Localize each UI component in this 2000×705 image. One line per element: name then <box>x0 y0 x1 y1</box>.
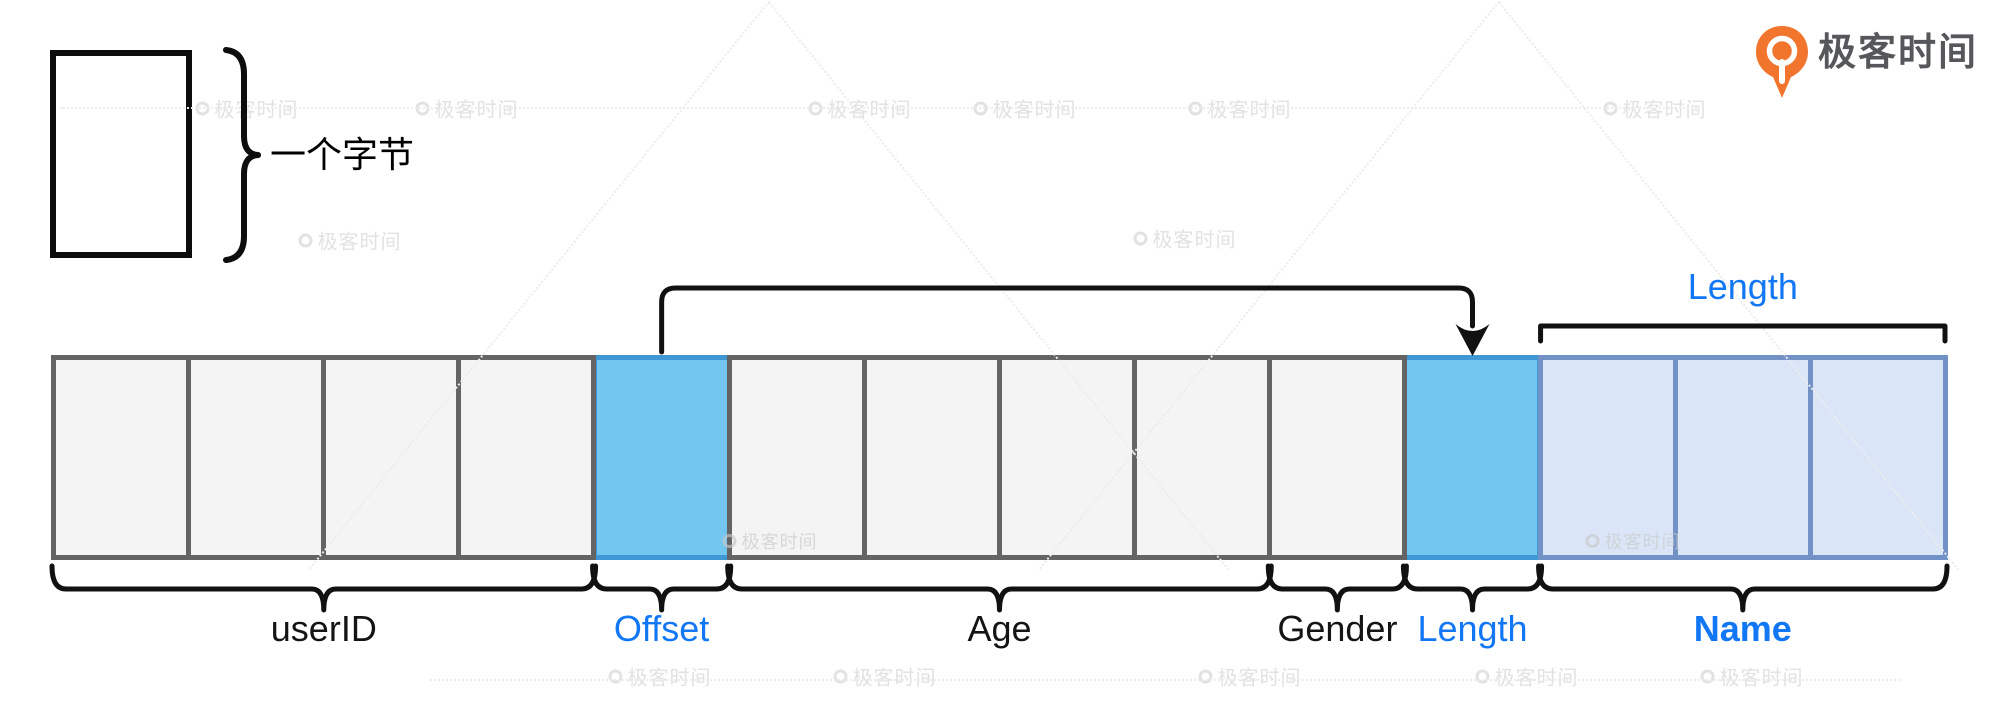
watermark-dotted-line <box>430 679 1900 681</box>
name-span-bracket <box>1538 323 1948 344</box>
watermark-text: 极客时间 <box>1719 667 1804 690</box>
watermark: 极客时间 <box>1475 662 1579 691</box>
watermark-text: 极客时间 <box>1494 667 1579 690</box>
watermark-text: 极客时间 <box>852 667 937 690</box>
watermark: 极客时间 <box>415 94 519 123</box>
watermark-text: 极客时间 <box>827 99 912 122</box>
watermark: 极客时间 <box>973 94 1077 123</box>
cell-userid-4 <box>456 355 597 560</box>
cell-age-2 <box>861 355 1002 560</box>
watermark-pin-icon <box>833 669 848 683</box>
cell-gender-1 <box>1267 355 1408 560</box>
one-byte-rect <box>50 50 192 258</box>
cell-name-2 <box>1672 355 1813 560</box>
one-byte-label: 一个字节 <box>270 134 415 175</box>
watermark-pin-icon <box>1198 669 1213 683</box>
section-label-name: Name <box>1693 608 1792 649</box>
watermark-pin-icon <box>973 101 988 115</box>
watermark: 极客时间 <box>808 94 912 123</box>
watermark-text: 极客时间 <box>992 99 1077 122</box>
section-label-offset: Offset <box>613 608 710 649</box>
watermark-text: 极客时间 <box>627 667 712 690</box>
cell-userid-1 <box>51 355 192 560</box>
watermark: 极客时间 <box>1603 94 1707 123</box>
cell-age-1 <box>726 355 867 560</box>
watermark: 极客时间 <box>1700 662 1804 691</box>
watermark-pin-icon <box>608 669 623 683</box>
watermark-pin-icon <box>1475 669 1490 683</box>
watermark: 极客时间 <box>195 94 299 123</box>
watermark: 极客时间 <box>833 662 937 691</box>
arrowhead-icon <box>1455 324 1490 356</box>
watermark-pin-icon <box>195 101 210 115</box>
watermark-pin-icon <box>1700 669 1715 683</box>
watermark: 极客时间 <box>298 226 402 255</box>
cell-age-4 <box>1132 355 1273 560</box>
watermark-pin-icon <box>1133 231 1148 245</box>
brace-gender <box>1265 563 1409 613</box>
brace-age <box>725 563 1274 613</box>
brace-userid <box>49 563 599 613</box>
section-label-age: Age <box>967 608 1032 649</box>
watermark-pin-icon <box>808 101 823 115</box>
watermark: 极客时间 <box>1198 662 1302 691</box>
watermark-text: 极客时间 <box>434 99 519 122</box>
name-span-length-label: Length <box>1687 266 1798 307</box>
watermark-text: 极客时间 <box>1217 667 1302 690</box>
cell-userid-2 <box>186 355 327 560</box>
watermark-dotted-line <box>60 107 1700 109</box>
watermark: 极客时间 <box>608 662 712 691</box>
geektime-logo-text: 极客时间 <box>1818 32 1979 74</box>
cell-userid-3 <box>321 355 462 560</box>
watermark-pin-icon <box>1188 101 1203 115</box>
section-label-gender: Gender <box>1277 608 1398 649</box>
section-label-userid: userID <box>270 608 377 649</box>
watermark-pin-icon <box>298 233 313 247</box>
watermark: 极客时间 <box>1188 94 1292 123</box>
watermark-text: 极客时间 <box>317 231 402 254</box>
offset-to-length-arrow <box>659 285 1475 355</box>
watermark-text: 极客时间 <box>214 99 299 122</box>
cell-name-3 <box>1807 355 1948 560</box>
cell-name-1 <box>1537 355 1678 560</box>
one-byte-brace <box>223 47 261 263</box>
section-label-length: Length <box>1417 608 1528 649</box>
cell-length-1 <box>1402 355 1543 560</box>
watermark: 极客时间 <box>1133 224 1237 253</box>
watermark-text: 极客时间 <box>1622 99 1707 122</box>
brace-offset <box>590 563 734 613</box>
cell-age-3 <box>997 355 1138 560</box>
watermark-text: 极客时间 <box>1207 99 1292 122</box>
watermark-pin-icon <box>415 101 430 115</box>
brace-length <box>1400 563 1545 613</box>
geektime-pin-icon <box>1756 26 1808 98</box>
watermark-text: 极客时间 <box>1152 229 1237 252</box>
cell-offset-1 <box>591 355 732 560</box>
brace-name <box>1536 563 1950 613</box>
watermark-pin-icon <box>1603 101 1618 115</box>
